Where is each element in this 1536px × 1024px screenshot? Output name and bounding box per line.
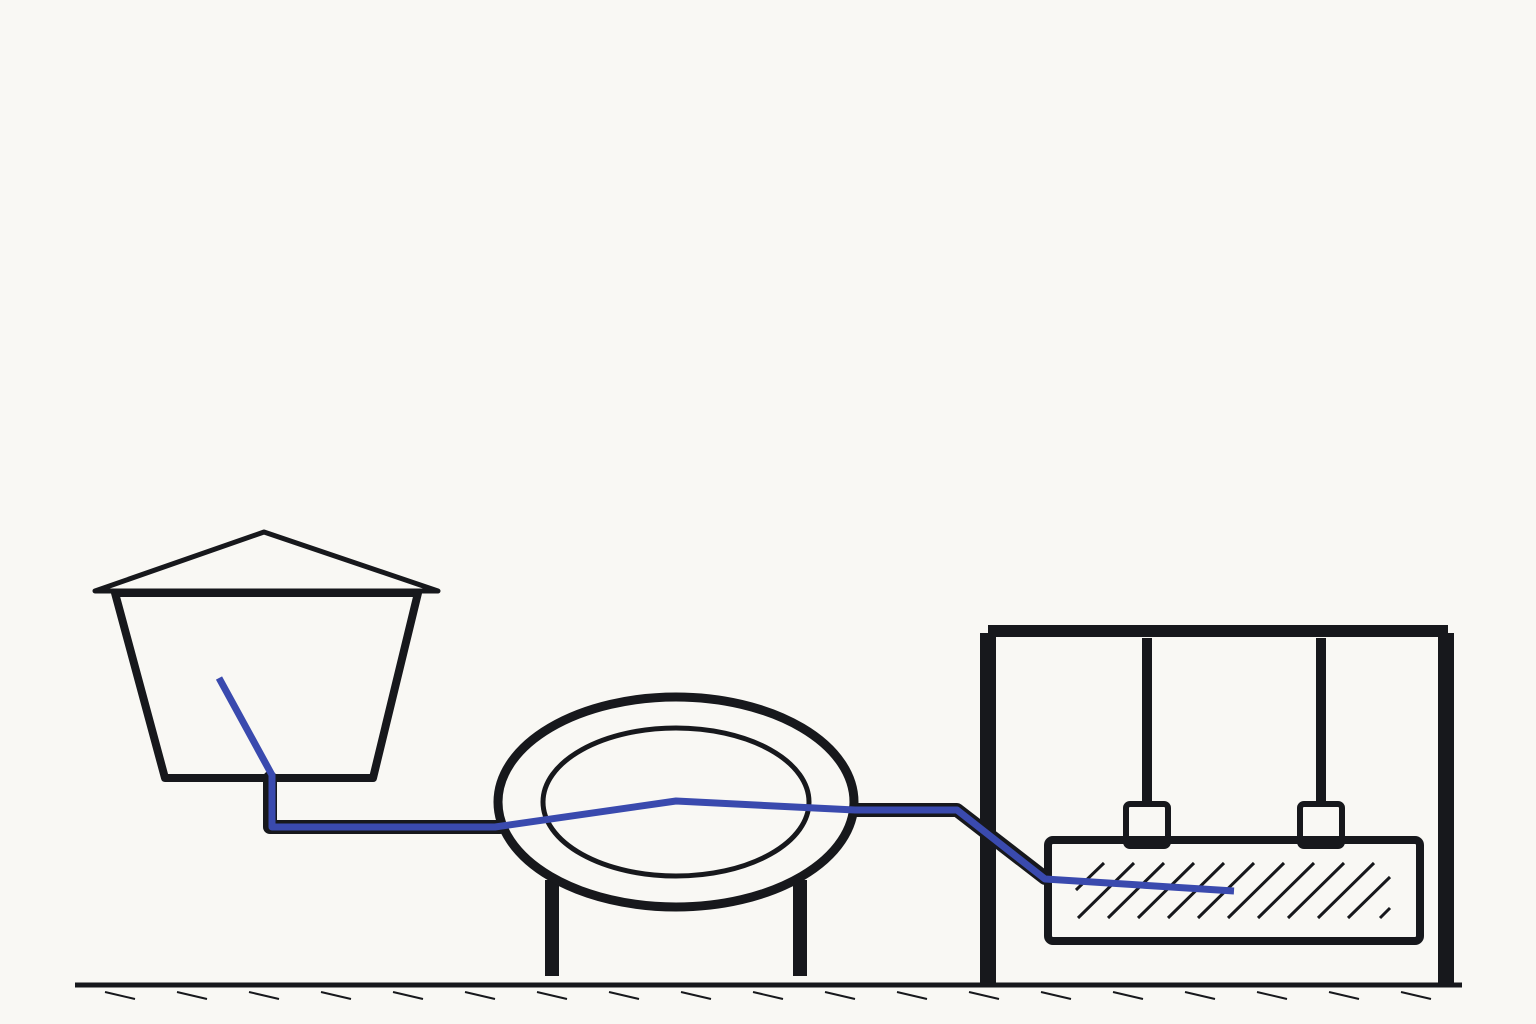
vessel-inner-ring <box>540 725 812 879</box>
ground <box>75 982 1462 1000</box>
ground-hatching <box>104 991 1432 1000</box>
inclined-pipe <box>848 803 1052 885</box>
support-frame <box>980 625 1454 983</box>
flow-path <box>215 676 1235 895</box>
tank-body <box>1044 836 1424 945</box>
hanger-block-right <box>1297 801 1345 849</box>
ring-vessel <box>493 692 859 976</box>
hopper-lid <box>92 529 441 594</box>
hopper <box>92 529 441 782</box>
hanger-block-left <box>1123 801 1171 849</box>
hopper-body <box>111 589 422 782</box>
connecting-pipe <box>263 771 507 834</box>
